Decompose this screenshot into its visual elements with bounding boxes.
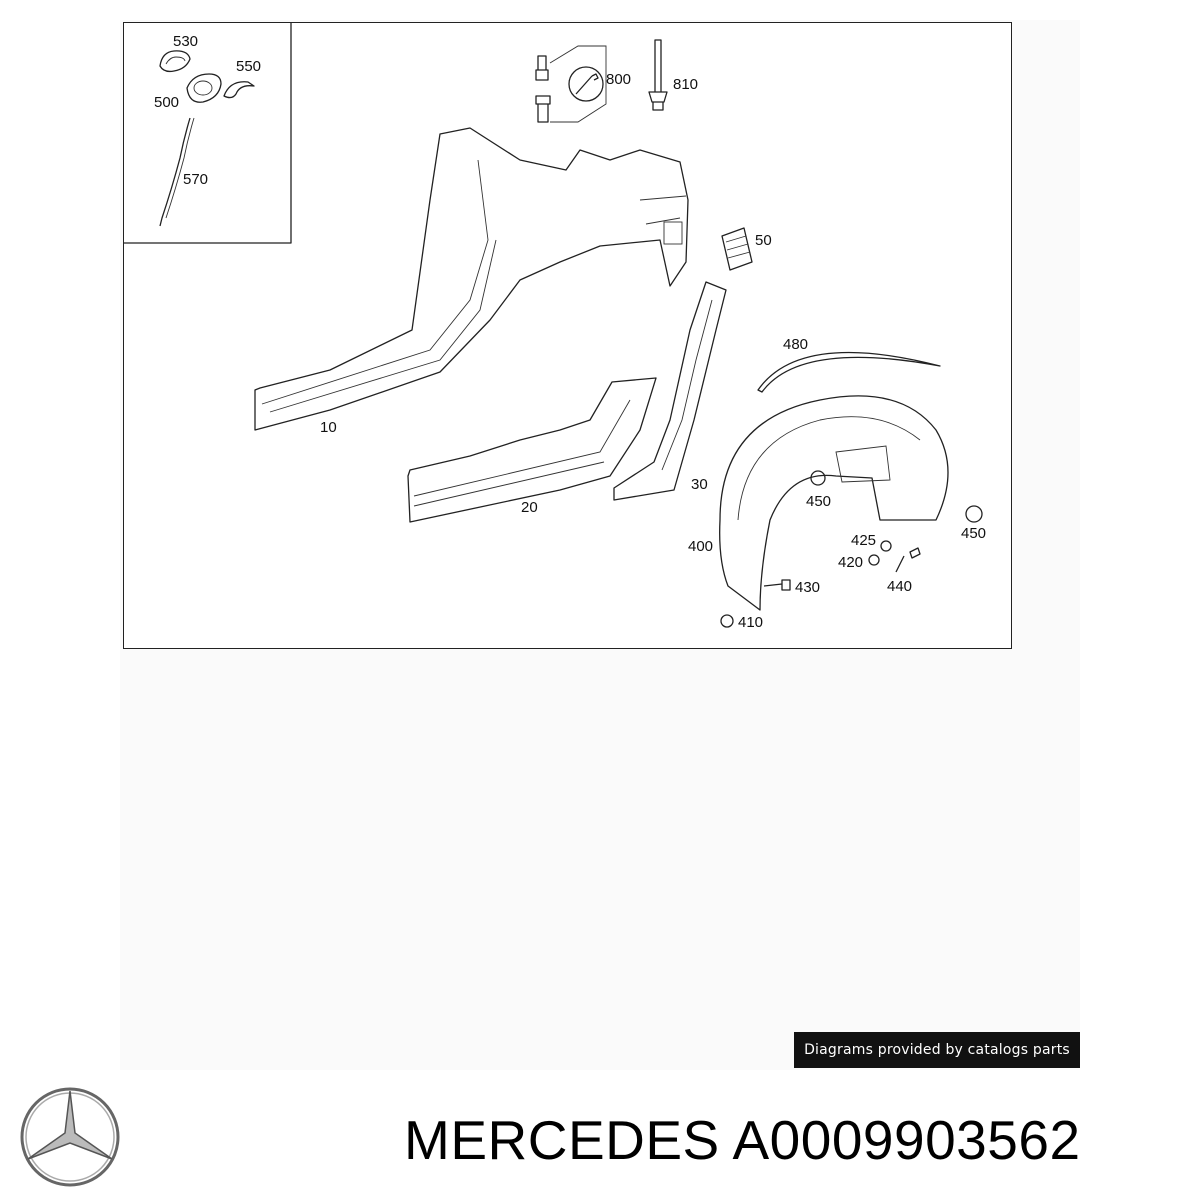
callout-480: 480 (783, 336, 808, 353)
callout-20: 20 (521, 499, 538, 516)
part-800-drawing (535, 45, 607, 123)
callout-800: 800 (606, 71, 631, 88)
callout-440: 440 (887, 578, 912, 595)
part-500-drawing (186, 73, 222, 103)
callout-500: 500 (154, 94, 179, 111)
part-20-drawing (407, 377, 657, 523)
callout-570: 570 (183, 171, 208, 188)
callout-10: 10 (320, 419, 337, 436)
part-550-drawing (223, 81, 255, 99)
inset-box (124, 23, 292, 244)
part-10-drawing (254, 127, 689, 431)
part-400-drawing (719, 395, 949, 611)
callout-50: 50 (755, 232, 772, 249)
part-number: A0009903562 (732, 1109, 1081, 1171)
callout-425: 425 (851, 532, 876, 549)
part-530-drawing (159, 50, 191, 73)
brand-name: MERCEDES (404, 1109, 720, 1171)
callout-550: 550 (236, 58, 261, 75)
part-810-drawing (648, 39, 668, 111)
part-50-drawing (721, 227, 753, 271)
callout-450-left: 450 (806, 493, 831, 510)
part-30-drawing (613, 281, 727, 501)
callout-530: 530 (173, 33, 198, 50)
callout-430: 430 (795, 579, 820, 596)
part-570-drawing (159, 117, 195, 227)
callout-450-right: 450 (961, 525, 986, 542)
diagram-frame (123, 22, 1012, 649)
mercedes-star-logo (20, 1087, 120, 1187)
callout-30: 30 (691, 476, 708, 493)
callout-410: 410 (738, 614, 763, 631)
callout-810: 810 (673, 76, 698, 93)
fasteners-drawing (720, 470, 983, 628)
callout-labels: 530 550 500 570 800 810 50 480 10 20 30 … (154, 33, 986, 631)
callout-400: 400 (688, 538, 713, 555)
part-caption: MERCEDES A0009903562 (404, 1108, 1194, 1172)
diagram-credit-banner: Diagrams provided by catalogs parts (794, 1032, 1080, 1068)
part-480-drawing (757, 351, 941, 393)
callout-420: 420 (838, 554, 863, 571)
